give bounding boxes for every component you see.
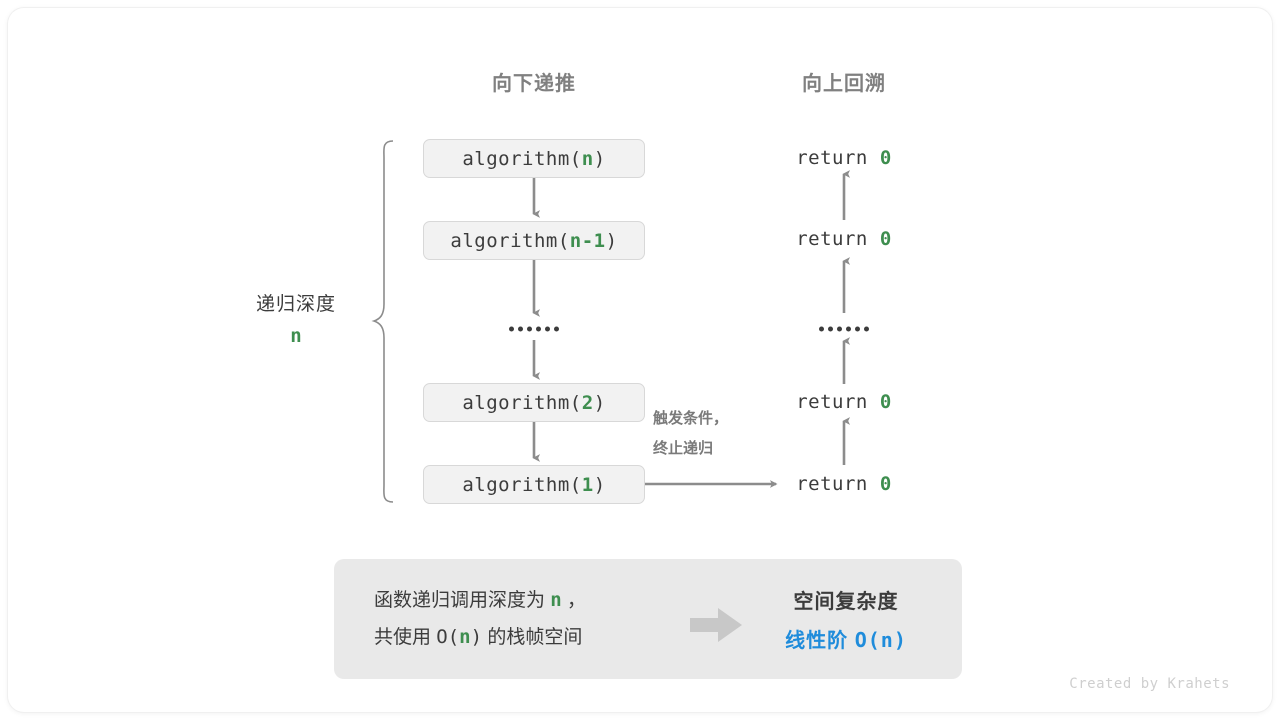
complexity-result-title: 空间复杂度 xyxy=(793,591,899,613)
recursion-depth-title: 递归深度 xyxy=(255,294,337,315)
return-label-4: return 0 xyxy=(796,473,892,495)
expl-text-b: ， xyxy=(561,590,587,611)
complexity-explanation: 函数递归调用深度为 n ， 共使用 O(n) 的栈帧空间 xyxy=(374,582,586,656)
complexity-order-text: 线性阶 xyxy=(785,630,855,652)
expl-text-c: 共使用 xyxy=(374,627,437,648)
termination-note-line1: 触发条件， xyxy=(653,410,729,427)
call-box-close: ) xyxy=(593,391,606,414)
ellipsis-dots-left xyxy=(509,326,559,332)
expl-big-o: O( xyxy=(436,626,460,648)
expl-n2: n xyxy=(459,626,471,648)
return-value: 0 xyxy=(879,147,892,169)
return-keyword: return xyxy=(796,391,880,413)
column-header-backtrack-up: 向上回溯 xyxy=(802,73,886,95)
complexity-result: 空间复杂度 线性阶 O(n) xyxy=(785,585,907,653)
termination-note: 触发条件， 终止递归 xyxy=(653,404,728,464)
expl-big-o-close: ) xyxy=(470,626,483,648)
call-box-name: algorithm( xyxy=(450,229,570,252)
call-box-close: ) xyxy=(593,473,606,496)
call-box-2[interactable]: algorithm(2) xyxy=(423,383,645,422)
return-keyword: return xyxy=(796,228,880,250)
call-box-name: algorithm( xyxy=(462,391,582,414)
return-label-2: return 0 xyxy=(796,228,892,250)
call-box-arg: n-1 xyxy=(569,229,606,252)
return-keyword: return xyxy=(796,473,880,495)
call-box-name: algorithm( xyxy=(462,147,582,170)
recursion-depth-value: n xyxy=(290,325,302,347)
complexity-explanation-line1: 函数递归调用深度为 n ， xyxy=(374,582,586,619)
call-box-arg: 2 xyxy=(581,391,594,414)
expl-text-a: 函数递归调用深度为 xyxy=(374,590,551,611)
complexity-summary-panel: 函数递归调用深度为 n ， 共使用 O(n) 的栈帧空间 空间复杂度 线性阶 O… xyxy=(334,559,962,679)
call-box-1[interactable]: algorithm(1) xyxy=(423,465,645,504)
expl-text-d: 的栈帧空间 xyxy=(482,627,583,648)
return-value: 0 xyxy=(879,228,892,250)
call-box-close: ) xyxy=(593,147,606,170)
return-value: 0 xyxy=(879,473,892,495)
expl-n: n xyxy=(550,589,562,611)
column-header-recurse-down: 向下递推 xyxy=(492,73,576,95)
complexity-order-notation: O(n) xyxy=(854,628,907,652)
diagram-card: 向下递推 向上回溯 xyxy=(8,8,1272,712)
call-box-close: ) xyxy=(605,229,618,252)
credit-text: Created by Krahets xyxy=(1069,676,1230,692)
complexity-explanation-line2: 共使用 O(n) 的栈帧空间 xyxy=(374,619,586,656)
call-box-n[interactable]: algorithm(n) xyxy=(423,139,645,178)
call-box-arg: 1 xyxy=(581,473,594,496)
right-block-arrow-icon xyxy=(690,608,742,642)
return-keyword: return xyxy=(796,147,880,169)
return-label-1: return 0 xyxy=(796,147,892,169)
recursion-depth-label: 递归深度 n xyxy=(256,289,336,347)
complexity-result-value: 线性阶 O(n) xyxy=(785,624,907,653)
ellipsis-dots-right xyxy=(819,326,869,332)
call-box-arg: n xyxy=(581,147,594,170)
call-box-name: algorithm( xyxy=(462,473,582,496)
return-value: 0 xyxy=(879,391,892,413)
termination-note-line2: 终止递归 xyxy=(653,440,714,457)
call-box-n-minus-1[interactable]: algorithm(n-1) xyxy=(423,221,645,260)
diagram-stage: 向下递推 向上回溯 xyxy=(8,8,1272,712)
return-label-3: return 0 xyxy=(796,391,892,413)
